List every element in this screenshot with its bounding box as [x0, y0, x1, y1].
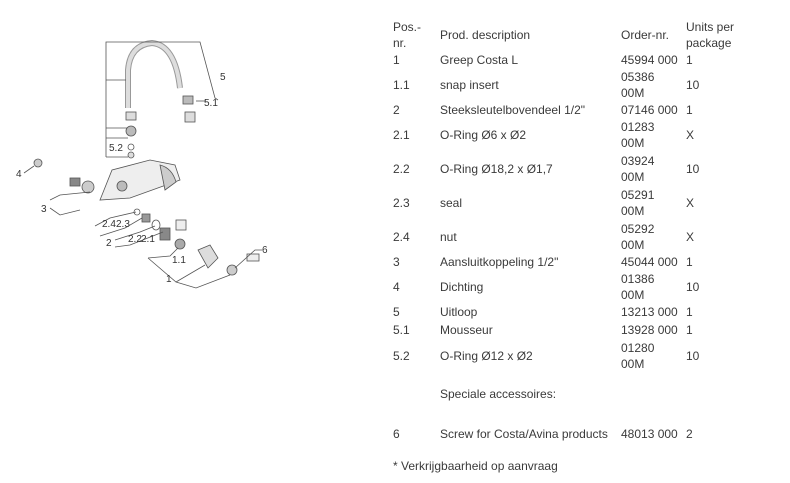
- table-row: 5.2 O-Ring Ø12 x Ø2 01280 00M 10: [390, 340, 769, 372]
- cell-order: 01283 00M: [621, 120, 655, 150]
- cell-pos: 4: [393, 280, 400, 294]
- table-row: 2.4 nut 05292 00M X: [390, 220, 769, 254]
- cell-units: 1: [686, 255, 693, 269]
- cell-pos: 5: [393, 305, 400, 319]
- cell-units: 2: [686, 427, 693, 441]
- cell-pos: 5.2: [393, 349, 410, 363]
- cell-pos: 6: [393, 427, 400, 441]
- cell-description: Screw for Costa/Avina products: [440, 427, 608, 441]
- header-description: Prod. description: [440, 28, 531, 42]
- cell-order: 48013 000: [621, 427, 678, 441]
- table-row: Speciale accessoires:: [390, 372, 769, 416]
- cell-description: nut: [440, 230, 457, 244]
- label-6: 6: [262, 245, 268, 256]
- cell-description: Speciale accessoires:: [440, 387, 557, 401]
- table-row: 4 Dichting 01386 00M 10: [390, 270, 769, 304]
- cell-units: 10: [686, 162, 700, 176]
- cell-pos: 2.2: [393, 162, 410, 176]
- cell-order: 05292 00M: [621, 222, 655, 252]
- cell-units: X: [686, 230, 695, 244]
- table-row: 2 Steeksleutelbovendeel 1/2" 07146 000 1: [390, 102, 769, 118]
- cell-description: Steeksleutelbovendeel 1/2": [440, 103, 586, 117]
- label-5: 5: [220, 72, 226, 83]
- cell-units: 1: [686, 323, 693, 337]
- table-row: 2.1 O-Ring Ø6 x Ø2 01283 00M X: [390, 118, 769, 152]
- cell-units: 1: [686, 305, 693, 319]
- cell-units: X: [686, 196, 695, 210]
- exploded-parts-diagram: 5 5.1 5.2 4 3 2.4 2.3 2 2.2 2.1 1.1 1 6: [16, 39, 268, 289]
- label-2: 2: [106, 238, 112, 249]
- cell-order: 05386 00M: [621, 70, 655, 100]
- table-row: 5.1 Mousseur 13928 000 1: [390, 320, 769, 340]
- cell-pos: 1: [393, 53, 400, 67]
- cell-units: 10: [686, 78, 700, 92]
- cell-description: O-Ring Ø18,2 x Ø1,7: [440, 162, 553, 176]
- table-row: 2.3 seal 05291 00M X: [390, 186, 769, 220]
- cell-description: snap insert: [440, 78, 499, 92]
- label-2-2: 2.2: [128, 234, 142, 245]
- table-row: 2.2 O-Ring Ø18,2 x Ø1,7 03924 00M 10: [390, 152, 769, 186]
- header-order: Order-nr.: [621, 28, 670, 42]
- cell-description: O-Ring Ø6 x Ø2: [440, 128, 527, 142]
- cell-order: 05291 00M: [621, 188, 655, 218]
- cell-pos: 2: [393, 103, 400, 117]
- cell-description: Uitloop: [440, 305, 478, 319]
- cell-description: O-Ring Ø12 x Ø2: [440, 349, 533, 363]
- cell-pos: 2.3: [393, 196, 410, 210]
- cell-units: [683, 372, 769, 416]
- table-header: Pos.-nr. Prod. description Order-nr. Uni…: [390, 18, 769, 52]
- cell-order: 07146 000: [621, 103, 678, 117]
- table-row: 1 Greep Costa L 45994 000 1: [390, 52, 769, 68]
- cell-description: Aansluitkoppeling 1/2": [440, 255, 559, 269]
- cell-pos: 1.1: [393, 78, 410, 92]
- cell-order: 45994 000: [621, 53, 678, 67]
- cell-pos: 2.1: [393, 128, 410, 142]
- label-2-3: 2.3: [116, 219, 130, 230]
- table-row: 1.1 snap insert 05386 00M 10: [390, 68, 769, 102]
- label-5-2: 5.2: [109, 143, 123, 154]
- cell-units: 1: [686, 53, 693, 67]
- cell-order: 03924 00M: [621, 154, 655, 184]
- label-1-1: 1.1: [172, 255, 186, 266]
- header-units: Units per package: [686, 20, 735, 50]
- label-1: 1: [166, 274, 172, 285]
- cell-order: [618, 372, 683, 416]
- cell-units: 1: [686, 103, 693, 117]
- cell-pos: 2.4: [393, 230, 410, 244]
- cell-pos: 3: [393, 255, 400, 269]
- label-3: 3: [41, 204, 47, 215]
- parts-table: Pos.-nr. Prod. description Order-nr. Uni…: [390, 18, 769, 452]
- cell-order: 13213 000: [621, 305, 678, 319]
- label-2-1: 2.1: [141, 234, 155, 245]
- table-row: 3 Aansluitkoppeling 1/2" 45044 000 1: [390, 254, 769, 270]
- label-5-1: 5.1: [204, 98, 218, 109]
- cell-pos: 5.1: [393, 323, 410, 337]
- cell-description: Greep Costa L: [440, 53, 519, 67]
- label-4: 4: [16, 169, 22, 180]
- header-pos: Pos.-nr.: [393, 20, 422, 50]
- cell-order: 45044 000: [621, 255, 678, 269]
- cell-description: seal: [440, 196, 463, 210]
- footnote: * Verkrijgbaarheid op aanvraag: [393, 459, 558, 473]
- cell-units: X: [686, 128, 695, 142]
- cell-description: Dichting: [440, 280, 484, 294]
- cell-description: Mousseur: [440, 323, 493, 337]
- table-row: 6 Screw for Costa/Avina products 48013 000…: [390, 416, 769, 452]
- cell-order: 01280 00M: [621, 341, 655, 371]
- table-row: 5 Uitloop 13213 000 1: [390, 304, 769, 320]
- cell-order: 13928 000: [621, 323, 678, 337]
- label-2-4: 2.4: [102, 219, 116, 230]
- cell-pos: [390, 372, 437, 416]
- cell-units: 10: [686, 280, 700, 294]
- cell-units: 10: [686, 349, 700, 363]
- cell-order: 01386 00M: [621, 272, 655, 302]
